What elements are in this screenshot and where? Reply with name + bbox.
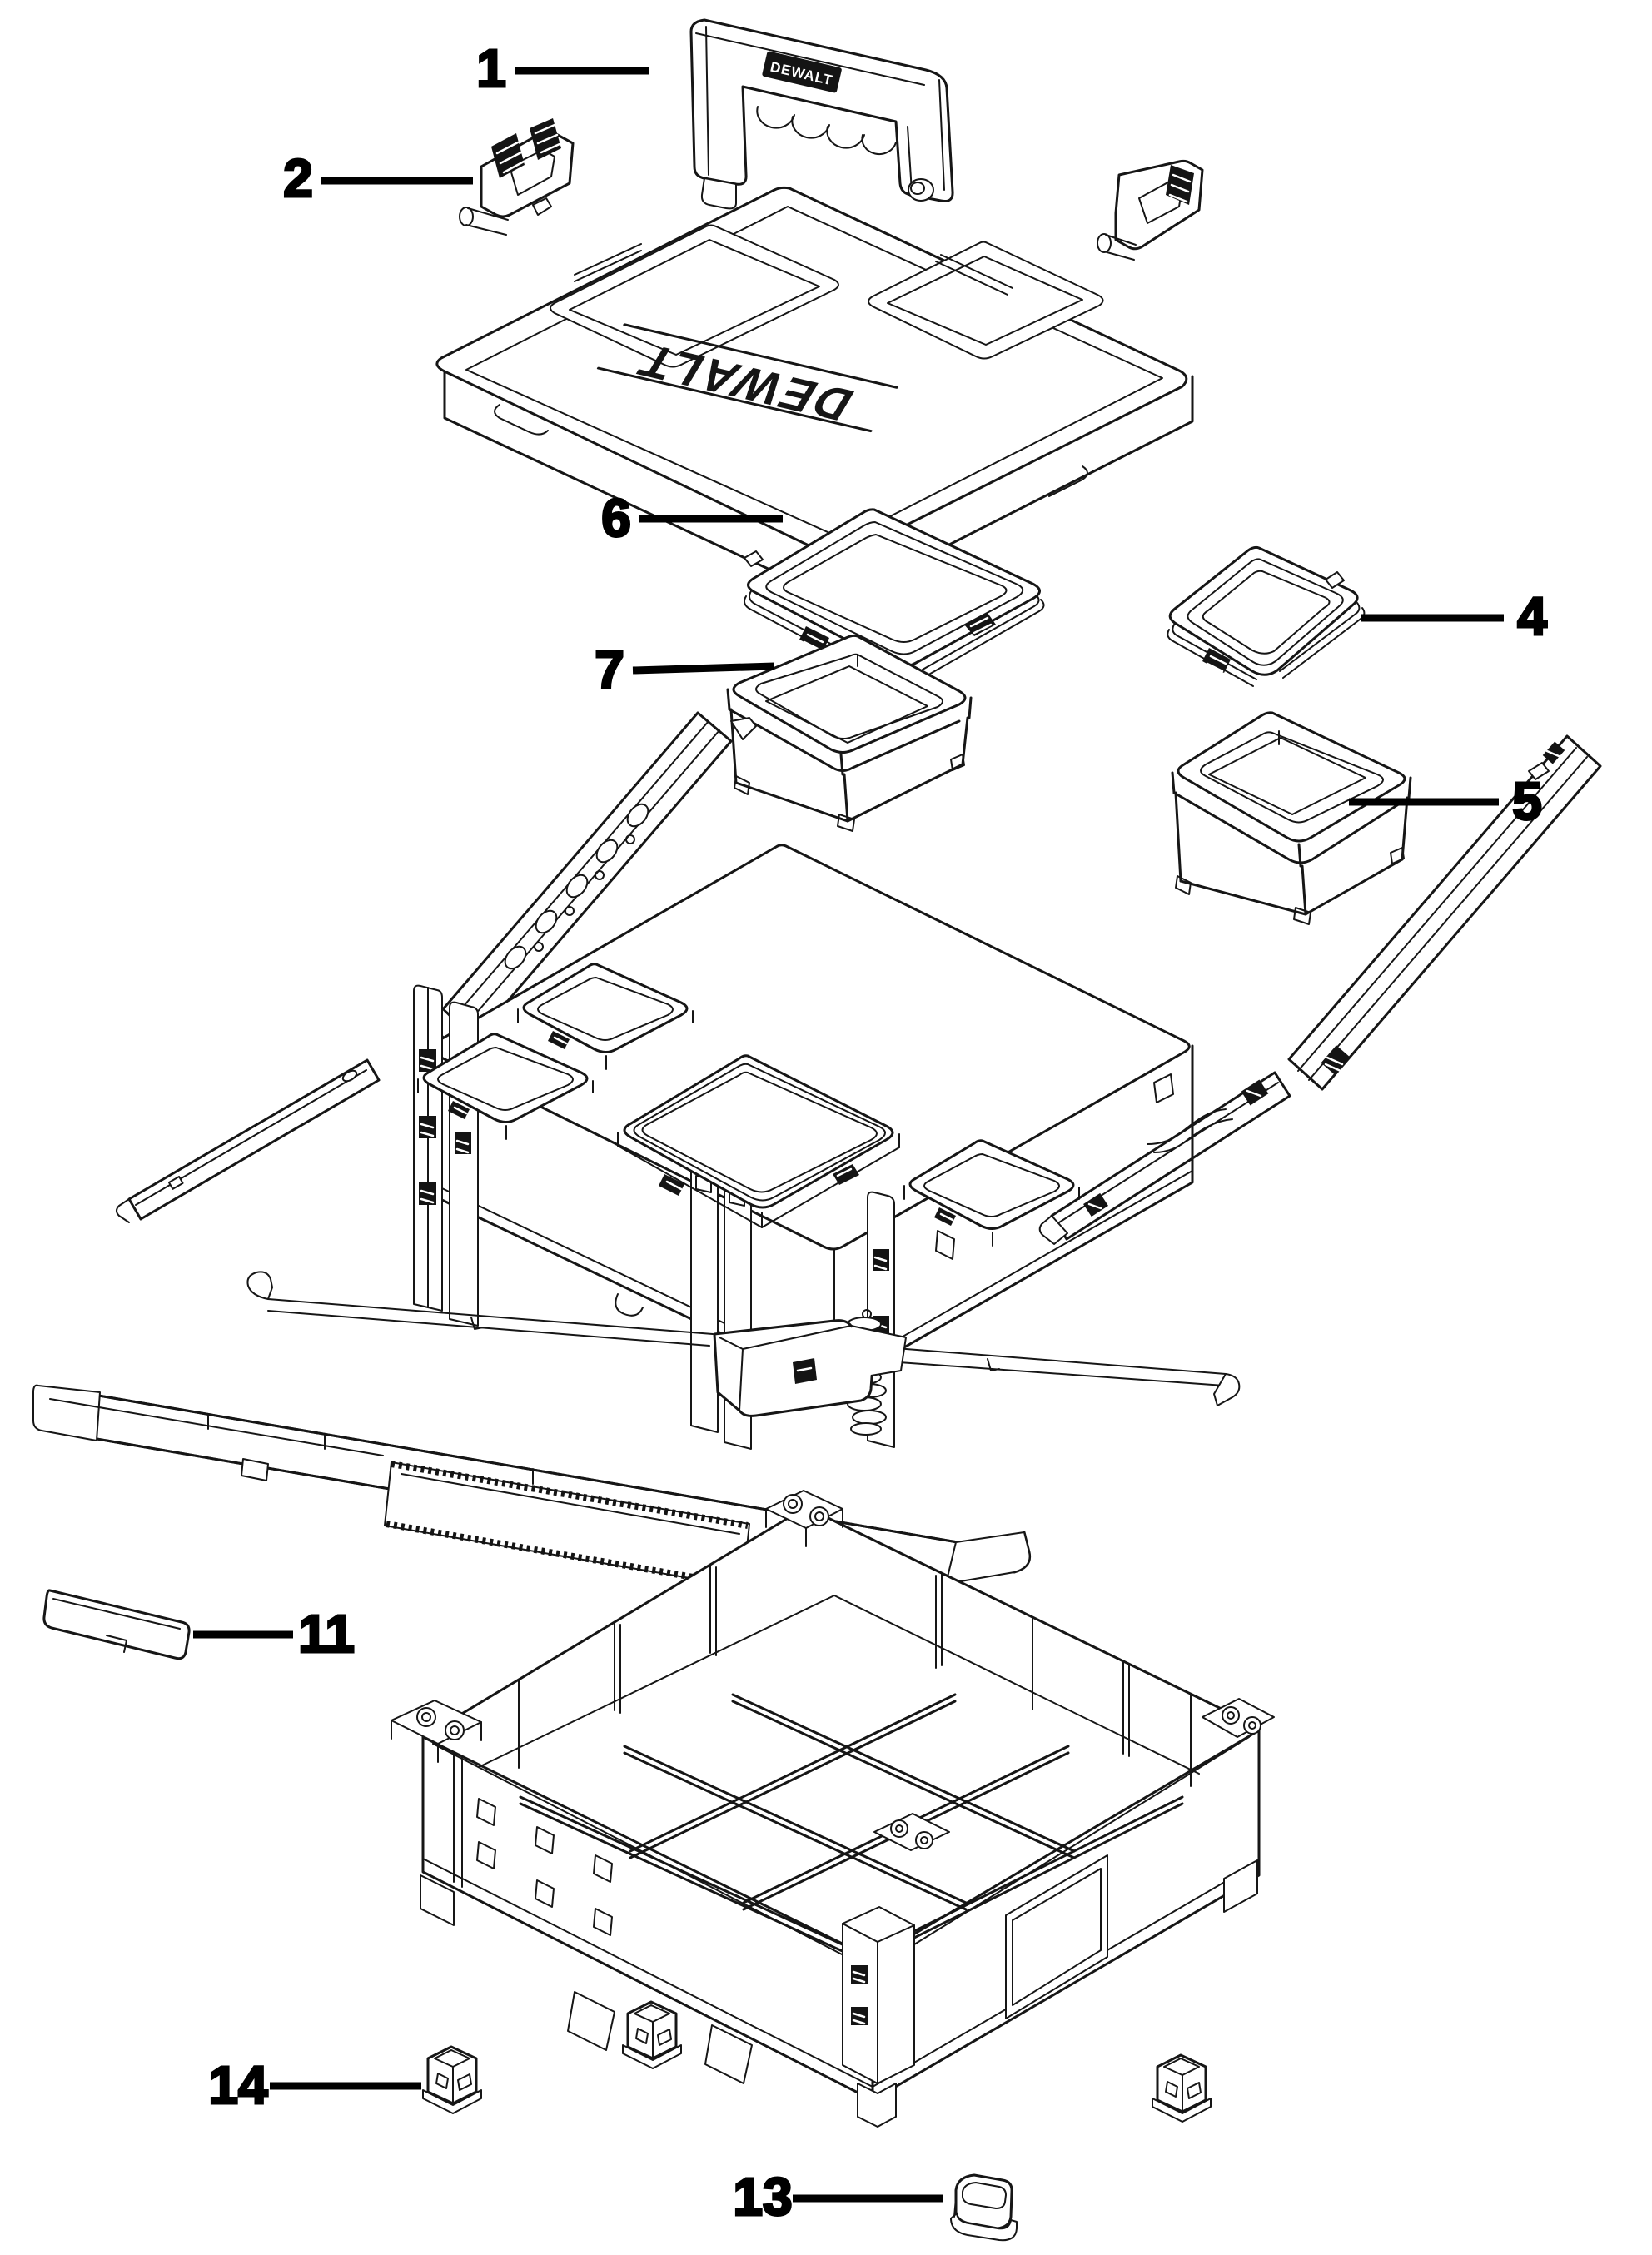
drawer-bin-lid	[517, 963, 694, 1070]
drawer-bin-lid	[417, 1033, 594, 1140]
bin-large-part	[726, 634, 973, 832]
drawer-slide-right-inner	[1038, 1071, 1291, 1245]
callout-5-label: 5	[1512, 771, 1542, 831]
drawer-slide-right-outer	[1287, 734, 1602, 1091]
side-strip-part	[42, 1589, 191, 1660]
callout-1: 1	[475, 37, 649, 100]
callout-4: 4	[1361, 585, 1549, 648]
callout-2-label: 2	[283, 148, 313, 208]
callout-13-label: 13	[733, 2167, 792, 2227]
callout-1-label: 1	[476, 38, 506, 98]
bottom-case-part	[391, 1490, 1275, 2128]
foot-rounded-part-13	[950, 2173, 1018, 2242]
bin-small-part	[1171, 711, 1412, 925]
callout-5: 5	[1349, 770, 1543, 833]
latch-right-part	[1097, 159, 1204, 261]
drawer-slide-left-inner	[116, 1058, 381, 1223]
callout-6: 6	[600, 487, 783, 550]
callout-4-label: 4	[1517, 586, 1547, 646]
foot-corner-detached	[622, 2000, 682, 2069]
callout-7: 7	[594, 639, 775, 701]
foot-corner-right	[1152, 2053, 1212, 2123]
drawer-bin-lid	[903, 1139, 1080, 1247]
callout-14-label: 14	[208, 2055, 268, 2115]
drawer-unit-part	[413, 844, 1194, 1450]
callout-11-label: 11	[298, 1604, 355, 1664]
drawer-bin-lid	[617, 1054, 900, 1228]
callout-13: 13	[732, 2166, 943, 2228]
lid-part: DEWALT	[435, 186, 1194, 603]
latch-release-rod	[246, 1271, 1241, 1417]
callout-7-leader	[632, 662, 775, 675]
seal-frame-small-part	[1167, 545, 1366, 687]
callout-7-label: 7	[595, 640, 624, 699]
callout-14: 14	[207, 2054, 421, 2117]
callout-6-label: 6	[601, 488, 631, 548]
callout-11: 11	[193, 1603, 356, 1665]
callout-2: 2	[282, 147, 473, 210]
foot-corner-part-14	[422, 2045, 482, 2114]
latch-left-part	[459, 118, 575, 236]
handle-part: DEWALT	[689, 18, 954, 210]
